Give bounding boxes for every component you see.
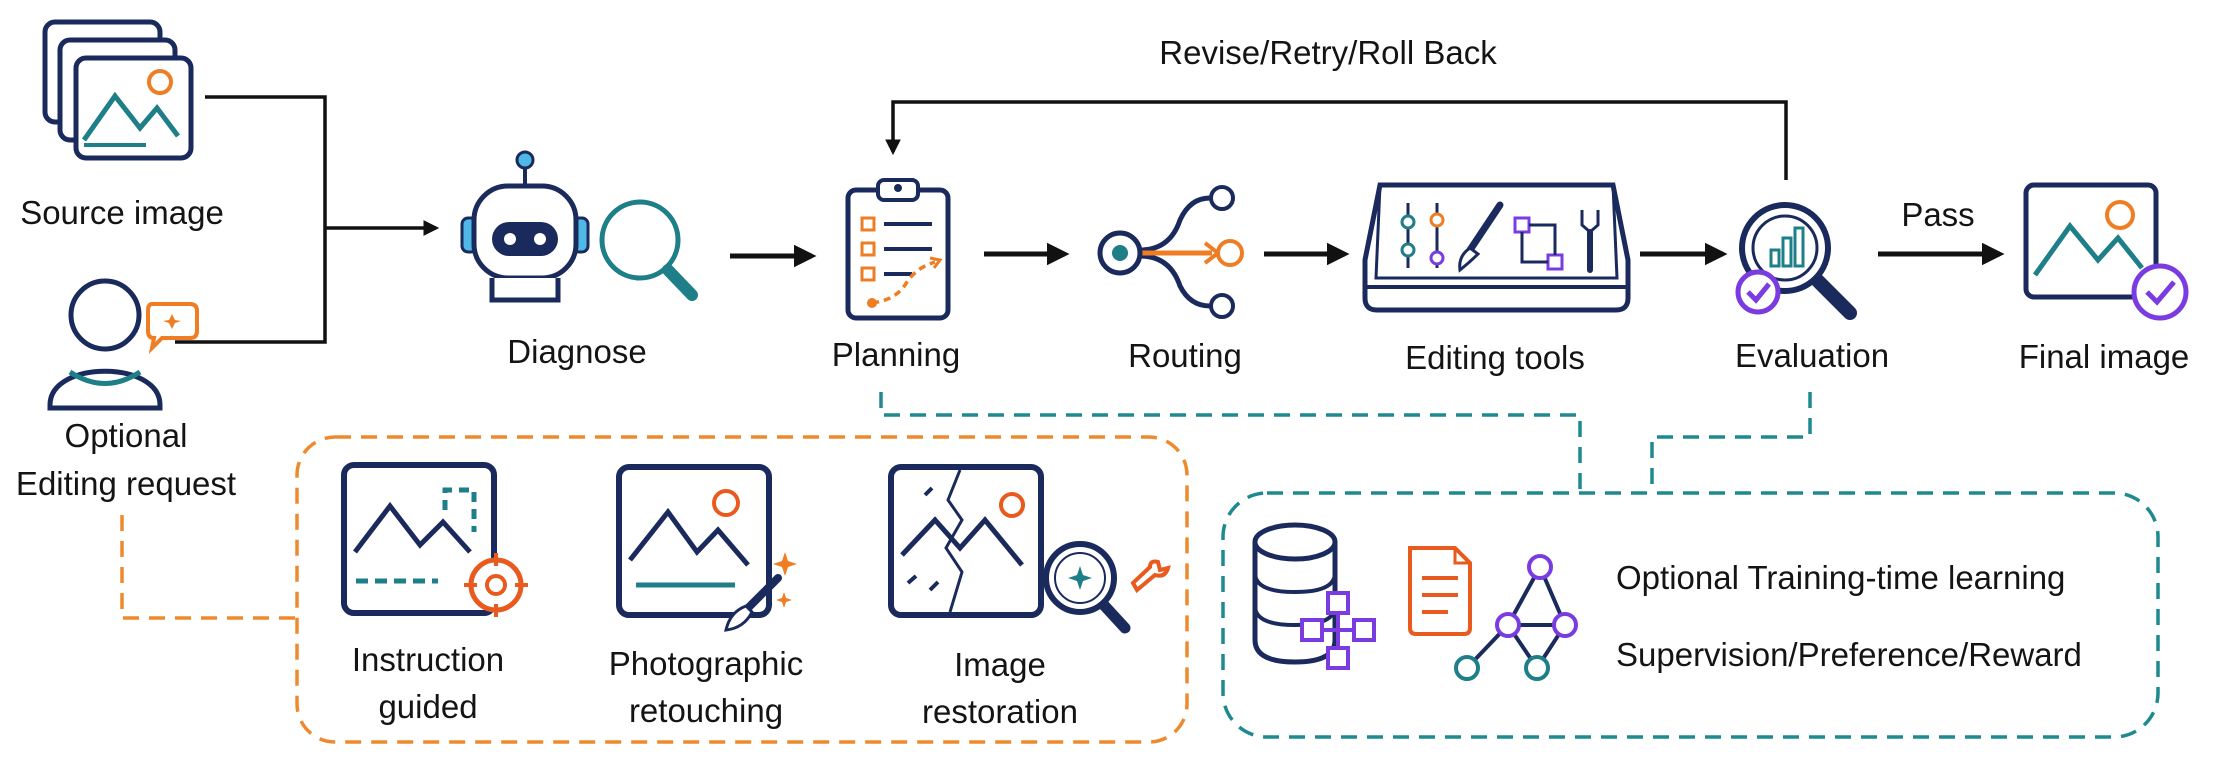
brush-image-icon [616, 464, 797, 632]
task-instruction-line1: Instruction [351, 641, 505, 678]
task-restoration-line1: Image [954, 646, 1046, 683]
evaluation-label: Evaluation [1734, 337, 1890, 374]
task-retouching-line2: retouching [628, 692, 784, 729]
source-image-label: Source image [20, 194, 224, 231]
final-image-label: Final image [2018, 338, 2190, 375]
routing-label: Routing [1128, 337, 1242, 374]
target-image-icon [341, 462, 528, 617]
task-types-box [295, 435, 1189, 744]
cracked-image-icon [888, 464, 1171, 634]
input-connectors [175, 95, 440, 344]
planning-label: Planning [831, 336, 961, 373]
database-network-icon [1252, 522, 1376, 670]
revise-loop-label: Revise/Retry/Roll Back [1159, 34, 1497, 71]
diagnose-magnifier-icon [599, 199, 698, 301]
task-retouching-line1: Photographic [608, 645, 804, 682]
evaluation-to-training-connector [1650, 392, 1812, 493]
request-label-line2: Editing request [15, 465, 237, 502]
evaluation-magnifier-icon [1735, 202, 1857, 320]
editing-tools-label: Editing tools [1405, 339, 1585, 376]
planning-to-training-connector [879, 392, 1582, 493]
request-label-line1: Optional [64, 417, 188, 454]
editing-tools-icon [1362, 182, 1631, 313]
pass-label: Pass [1901, 196, 1975, 233]
training-line2: Supervision/Preference/Reward [1616, 636, 2082, 673]
diagnose-robot-icon [460, 150, 590, 303]
training-line1: Optional Training-time learning [1616, 559, 2066, 596]
planning-clipboard-icon [845, 178, 951, 321]
request-to-tasks-connector [120, 515, 297, 620]
task-instruction-line2: guided [378, 688, 478, 725]
task-restoration-line2: restoration [922, 693, 1078, 730]
user-request-icon [47, 278, 199, 411]
routing-icon [1097, 185, 1244, 319]
graph-network-icon [1454, 554, 1578, 681]
diagnose-label: Diagnose [507, 333, 647, 370]
training-box [1221, 491, 2160, 739]
source-image-icon [42, 19, 194, 161]
document-icon [1408, 546, 1472, 636]
final-image-icon [2023, 182, 2189, 321]
revise-loop-arrow [885, 100, 1788, 180]
